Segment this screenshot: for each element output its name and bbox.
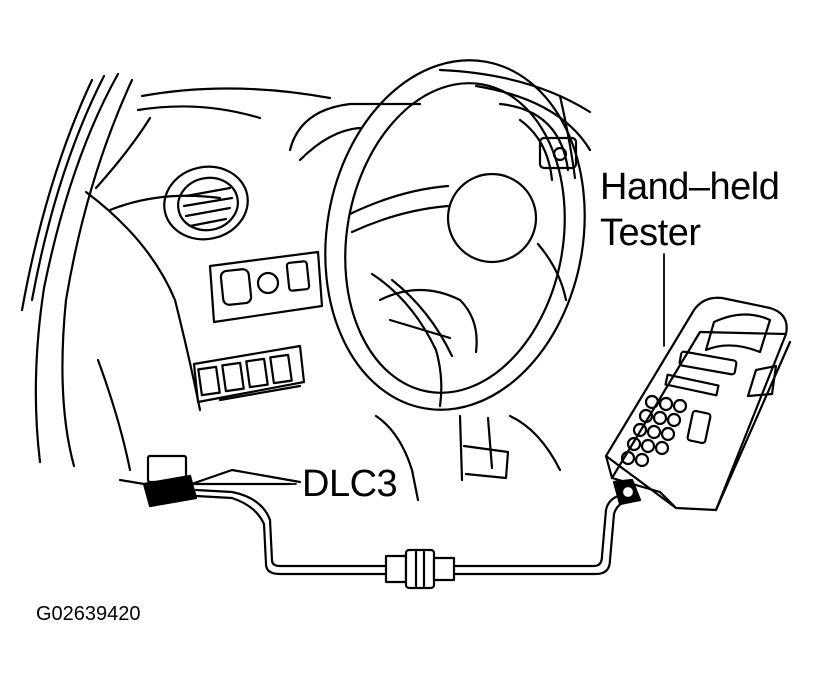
dlc3-label: DLC3 [302, 463, 398, 505]
cable [194, 488, 626, 576]
leader-lines [185, 253, 665, 485]
a-pillar [20, 72, 134, 468]
instrument-cluster [288, 102, 578, 182]
air-vent [163, 165, 249, 241]
tester-label-line2: Tester [600, 212, 701, 254]
tester-label-line1: Hand–held [600, 166, 780, 208]
switch-panel-upper [208, 250, 324, 324]
inline-connector [384, 548, 456, 590]
figure-id: G02639420 [36, 603, 141, 625]
steering-wheel [324, 59, 586, 411]
dashboard-outline [84, 68, 592, 472]
dlc3-connector [142, 454, 292, 508]
hand-held-tester [604, 296, 792, 512]
switch-panel-lower [192, 344, 306, 404]
